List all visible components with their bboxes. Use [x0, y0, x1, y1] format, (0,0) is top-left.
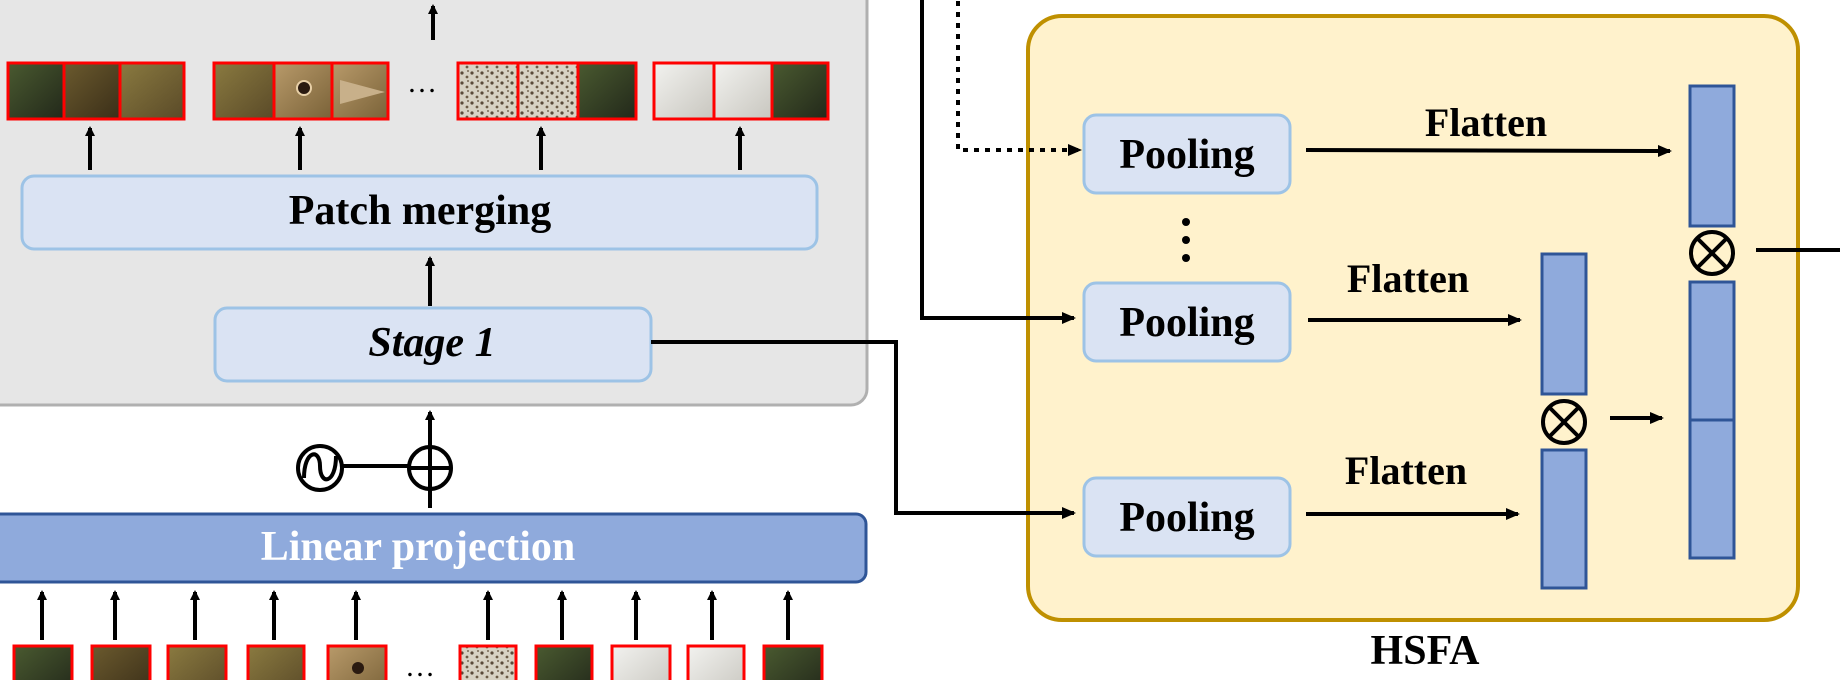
stage1-connector [651, 340, 1076, 519]
stage-connector [920, 0, 1076, 324]
patch-merging-box [20, 174, 819, 251]
pooling-box-bot [1082, 476, 1292, 558]
patch-ellipsis-top: … [407, 66, 437, 99]
vector-right-mid [1688, 280, 1736, 422]
circle-times-icon [1541, 399, 1587, 445]
pooling-label-bot: Pooling [1119, 495, 1254, 541]
circle-times-icon [1689, 230, 1735, 276]
patch-ellipsis-bottom: … [405, 650, 435, 680]
flatten-label-top: Flatten [1425, 100, 1547, 145]
sine-in-circle-icon [296, 444, 344, 492]
input-arrows [37, 590, 793, 640]
vector-right-bot [1688, 418, 1736, 560]
stage1-label: Stage 1 [368, 320, 495, 366]
vector-mid-lower [1540, 448, 1588, 590]
flatten-label-mid: Flatten [1347, 256, 1469, 301]
flatten-arrow-top [1305, 144, 1672, 157]
patch-merging-label: Patch merging [289, 188, 551, 234]
pooling-box-top [1082, 113, 1292, 195]
flatten-label-bot: Flatten [1345, 448, 1467, 493]
pooling-box-mid [1082, 281, 1292, 363]
circle-plus-icon [407, 445, 453, 491]
merged-patch-tokens: … [6, 61, 830, 121]
stage1-box [213, 306, 653, 383]
vector-mid-upper [1540, 252, 1588, 396]
input-patch-tokens: … [12, 644, 824, 680]
patch-group-2 [212, 61, 390, 121]
vector-right-top [1688, 84, 1736, 228]
linear-projection-label: Linear projection [261, 524, 576, 570]
patch-group-4 [652, 61, 830, 121]
merge-output-arrows [85, 126, 745, 170]
pooling-label-top: Pooling [1119, 132, 1254, 178]
patch-group-1 [6, 61, 186, 121]
bird-eye-icon [296, 80, 312, 96]
vertical-ellipsis-icon [1182, 218, 1190, 262]
pooling-label-mid: Pooling [1119, 300, 1254, 346]
hsfa-label: HSFA [1371, 628, 1481, 674]
patch-group-3 [456, 61, 638, 121]
linear-projection-box [0, 512, 868, 584]
